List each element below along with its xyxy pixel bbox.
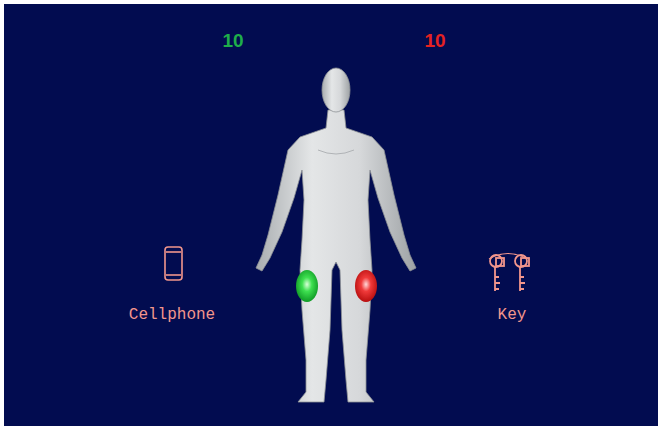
background [4,4,658,426]
red-marker [355,270,377,302]
item-label: Cellphone [129,307,215,325]
green-score: 10 [222,31,243,52]
cellphone-icon [165,247,182,280]
red-score: 10 [424,31,445,52]
key-icon [489,254,529,292]
human-figure [256,68,416,402]
green-marker [296,270,318,302]
item-label: Key [498,307,527,325]
